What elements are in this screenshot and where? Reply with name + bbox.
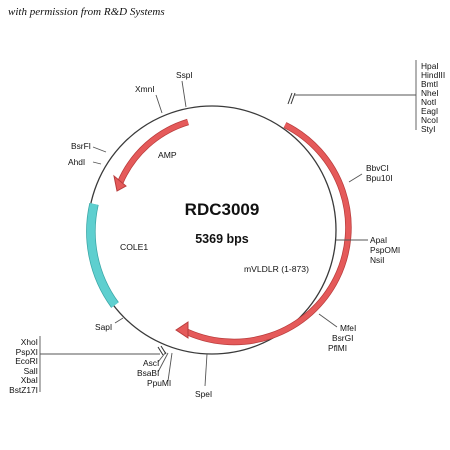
- cole1-label: COLE1: [120, 242, 148, 252]
- mvldlr-label: mVLDLR (1-873): [244, 264, 309, 274]
- site-hinge-top-right: [287, 60, 417, 130]
- amp-feature-arrow: [117, 118, 189, 185]
- amp-label: AMP: [158, 150, 177, 160]
- site-nsii: NsiI: [370, 255, 384, 265]
- svg-text:PspXI: PspXI: [16, 347, 38, 357]
- svg-text:BstZ17I: BstZ17I: [9, 385, 38, 395]
- svg-text:NheI: NheI: [421, 88, 439, 98]
- site-apai: ApaI: [370, 235, 387, 245]
- site-bsrgi: BsrGI: [332, 333, 353, 343]
- svg-text:StyI: StyI: [421, 124, 435, 134]
- svg-text:XhoI: XhoI: [21, 337, 38, 347]
- amp-arrow-head: [113, 174, 127, 192]
- site-spei: SpeI: [195, 389, 212, 399]
- site-sspi: SspI: [176, 70, 193, 80]
- permission-note: with permission from R&D Systems: [8, 6, 165, 18]
- svg-text:EcoRI: EcoRI: [15, 356, 38, 366]
- site-bsrfi: BsrFI: [71, 141, 91, 151]
- site-bpu10i: Bpu10I: [366, 173, 393, 183]
- site-ahdi: AhdI: [68, 157, 85, 167]
- svg-text:BmtI: BmtI: [421, 79, 438, 89]
- mvldlr-arrow-head: [175, 321, 189, 339]
- svg-text:NotI: NotI: [421, 97, 436, 107]
- site-asci: AscI: [143, 358, 159, 368]
- plasmid-size: 5369 bps: [195, 232, 249, 246]
- site-hinge-left: [39, 336, 167, 392]
- site-ppumi: PpuMI: [147, 378, 171, 388]
- site-pflmi: PflMI: [328, 343, 347, 353]
- site-bsabi: BsaBI: [137, 368, 159, 378]
- plasmid-backbone: [87, 105, 337, 355]
- svg-text:SalI: SalI: [24, 366, 38, 376]
- site-mfei: MfeI: [340, 323, 356, 333]
- svg-text:HindIII: HindIII: [421, 70, 445, 80]
- site-bbvci: BbvCI: [366, 163, 389, 173]
- svg-text:EagI: EagI: [421, 106, 438, 116]
- site-sapi: SapI: [95, 322, 112, 332]
- svg-text:HpaI: HpaI: [421, 61, 439, 71]
- site-xmni: XmnI: [135, 84, 155, 94]
- site-pspomi: PspOMI: [370, 245, 400, 255]
- site-cluster-left: XhoI PspXI EcoRI SalI XbaI BstZ17I: [9, 337, 38, 395]
- svg-text:XbaI: XbaI: [21, 375, 38, 385]
- svg-text:NcoI: NcoI: [421, 115, 438, 125]
- site-cluster-top-right: HpaI HindIII BmtI NheI NotI EagI NcoI St…: [421, 61, 445, 134]
- plasmid-name: RDC3009: [185, 200, 260, 219]
